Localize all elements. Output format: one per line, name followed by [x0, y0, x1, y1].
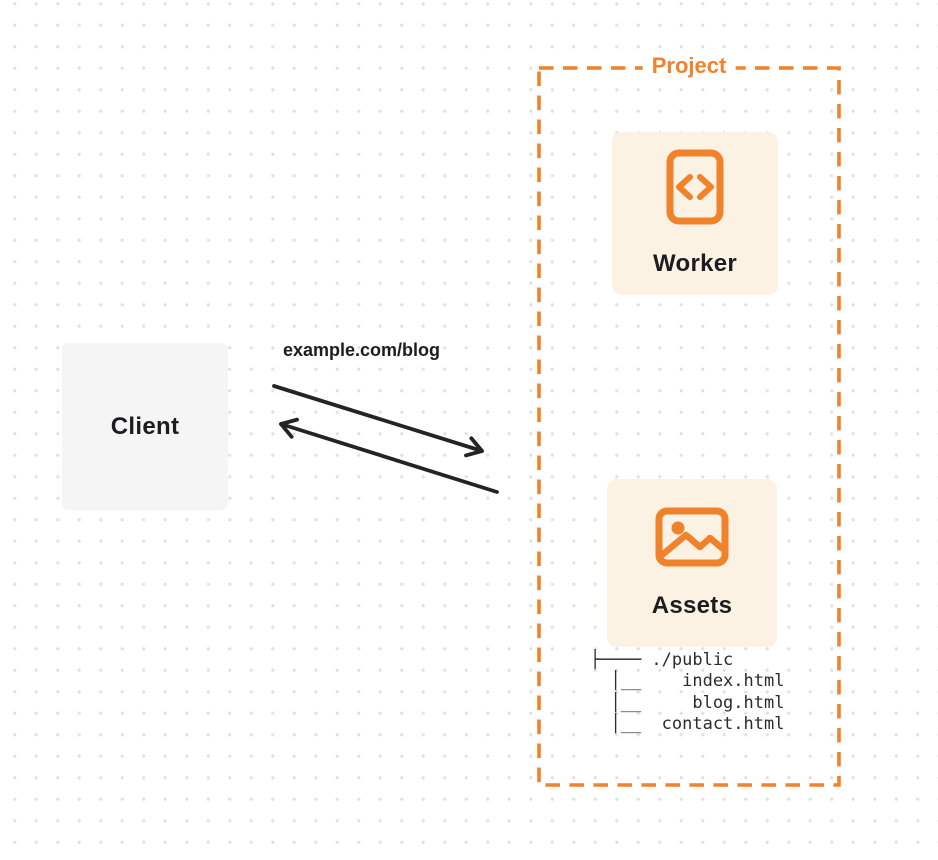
client-node: Client	[62, 343, 228, 510]
assets-node: Assets	[607, 479, 777, 647]
worker-node: Worker	[612, 132, 778, 295]
project-group-label: Project	[642, 53, 736, 79]
code-document-icon	[666, 149, 724, 230]
response-arrow	[279, 417, 499, 494]
worker-label: Worker	[652, 250, 738, 277]
file-tree-line-index: │__ index.html	[590, 671, 785, 692]
file-tree-line-contact: │__ contact.html	[590, 713, 785, 734]
image-icon	[655, 507, 729, 572]
assets-file-tree: ├──── ./public │__ index.html │__ blog.h…	[590, 650, 784, 735]
file-tree-line-public: ├──── ./public	[590, 650, 734, 670]
client-label: Client	[110, 412, 180, 440]
assets-label: Assets	[651, 591, 733, 619]
request-arrow	[272, 384, 484, 458]
file-tree-line-blog: │__ blog.html	[590, 692, 785, 713]
request-url-label: example.com/blog	[283, 340, 441, 360]
